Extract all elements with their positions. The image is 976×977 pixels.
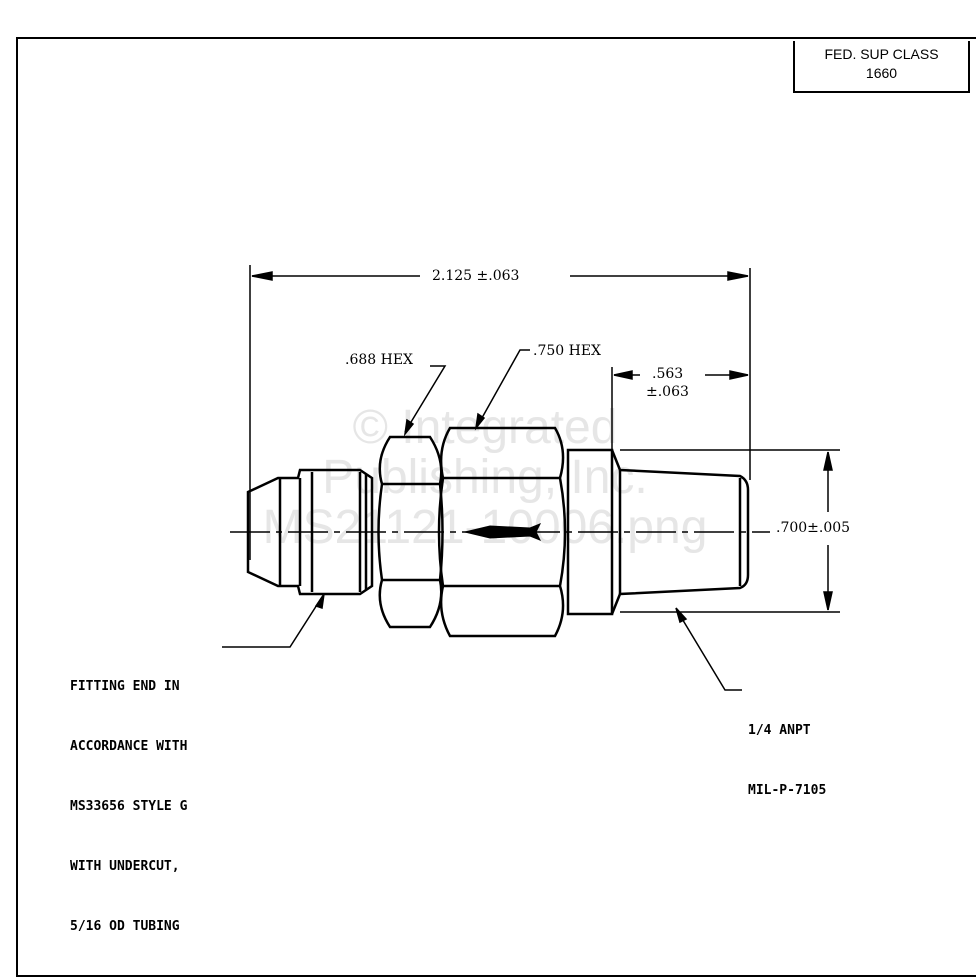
diameter-dimension — [620, 449, 840, 613]
note-line: MIL-P-7105 — [748, 783, 827, 798]
overall-length-label: 2.125 ±.063 — [432, 268, 520, 284]
note-line: WITH UNDERCUT, — [70, 859, 180, 874]
pipe-thread-note: 1/4 ANPT MIL-P-7105 — [748, 681, 826, 821]
large-hex-nut — [437, 426, 567, 638]
note-line: ACCORDANCE WITH — [70, 739, 188, 754]
fitting-end-note: FITTING END IN ACCORDANCE WITH MS33656 S… — [70, 637, 187, 957]
fed-supply-class-box: FED. SUP CLASS 1660 — [793, 41, 970, 93]
note-line: 5/16 OD TUBING — [70, 919, 180, 934]
diameter-label: .700±.005 — [776, 520, 851, 536]
thread-length-label: .563 — [652, 366, 684, 382]
collar — [566, 448, 614, 616]
thread-length-tolerance: ±.063 — [646, 384, 689, 400]
leader-lines — [222, 349, 742, 691]
pipe-thread-end — [610, 449, 750, 615]
note-line: 1/4 ANPT — [748, 723, 811, 738]
thread-length-dimension — [611, 367, 749, 450]
note-line: FITTING END IN — [70, 679, 180, 694]
flare-end — [246, 468, 374, 596]
flow-direction-arrow — [464, 523, 542, 541]
overall-dimension — [249, 265, 751, 560]
fitting-drawing — [222, 265, 840, 691]
small-hex-label: .688 HEX — [345, 352, 414, 368]
class-number: 1660 — [865, 65, 898, 81]
large-hex-label: .750 HEX — [533, 343, 602, 359]
class-label: FED. SUP CLASS — [824, 46, 939, 62]
note-line: MS33656 STYLE G — [70, 799, 188, 814]
